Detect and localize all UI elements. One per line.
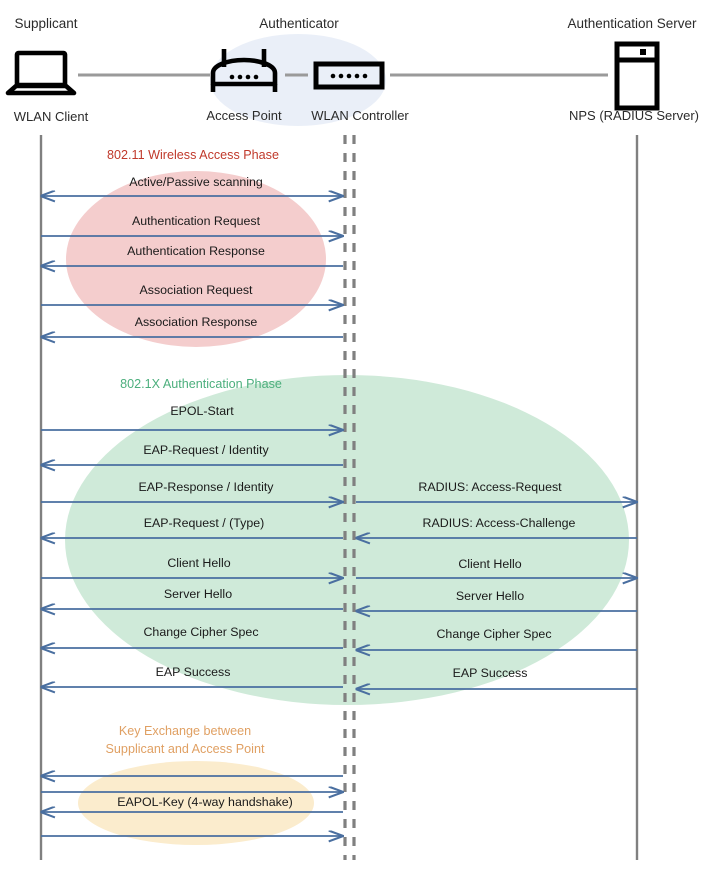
router-icon bbox=[210, 49, 278, 92]
message-label: Client Hello bbox=[167, 556, 230, 570]
server-icon bbox=[614, 41, 660, 111]
laptop-icon bbox=[5, 50, 77, 96]
message-label: Authentication Response bbox=[127, 244, 265, 258]
message-label: Change Cipher Spec bbox=[143, 625, 258, 639]
actor-device-access-point: Access Point bbox=[206, 108, 282, 123]
actor-device-wlan-client: WLAN Client bbox=[14, 109, 89, 124]
phase-8021x-auth-ellipse bbox=[65, 375, 629, 705]
message-label: Change Cipher Spec bbox=[436, 627, 551, 641]
message-label: Association Request bbox=[140, 283, 254, 297]
message-label: EAP-Request / (Type) bbox=[144, 516, 265, 530]
message-label: EAP Success bbox=[156, 665, 231, 679]
message-label: Server Hello bbox=[456, 589, 524, 603]
switch-icon bbox=[313, 61, 385, 90]
router-led-dots bbox=[229, 74, 259, 80]
phase-label-key-exchange-line2: Supplicant and Access Point bbox=[106, 742, 265, 756]
message-arrow-layer bbox=[41, 196, 637, 836]
message-label: Authentication Request bbox=[132, 214, 261, 228]
message-label: EAP Success bbox=[453, 666, 528, 680]
server-led bbox=[640, 49, 646, 55]
message-label: EAP-Response / Identity bbox=[139, 480, 275, 494]
authenticator-group-ellipse bbox=[210, 34, 386, 126]
message-label: Client Hello bbox=[458, 557, 521, 571]
actor-role-supplicant: Supplicant bbox=[14, 16, 77, 31]
phase-ellipses bbox=[65, 171, 629, 845]
message-label: Server Hello bbox=[164, 587, 232, 601]
message-label: EPOL-Start bbox=[170, 404, 234, 418]
phase-label-wireless-access: 802.11 Wireless Access Phase bbox=[107, 148, 279, 162]
message-label: RADIUS: Access-Challenge bbox=[423, 516, 576, 530]
actor-role-authenticator: Authenticator bbox=[259, 16, 339, 31]
phase-key-exchange-ellipse bbox=[78, 761, 314, 845]
message-label: RADIUS: Access-Request bbox=[418, 480, 562, 494]
switch-led-dots bbox=[330, 73, 368, 79]
phase-label-key-exchange-line1: Key Exchange between bbox=[119, 724, 251, 738]
phase-label-8021x-auth: 802.1X Authentication Phase bbox=[120, 377, 282, 391]
phase-wireless-access-ellipse bbox=[66, 171, 326, 347]
actor-device-nps-radius: NPS (RADIUS Server) bbox=[569, 108, 699, 123]
message-label: EAP-Request / Identity bbox=[143, 443, 269, 457]
message-label: Association Response bbox=[135, 315, 258, 329]
message-label: EAPOL-Key (4-way handshake) bbox=[117, 795, 293, 809]
actor-role-auth-server: Authentication Server bbox=[567, 16, 697, 31]
actor-device-wlan-controller: WLAN Controller bbox=[311, 108, 409, 123]
message-label: Active/Passive scanning bbox=[129, 175, 263, 189]
